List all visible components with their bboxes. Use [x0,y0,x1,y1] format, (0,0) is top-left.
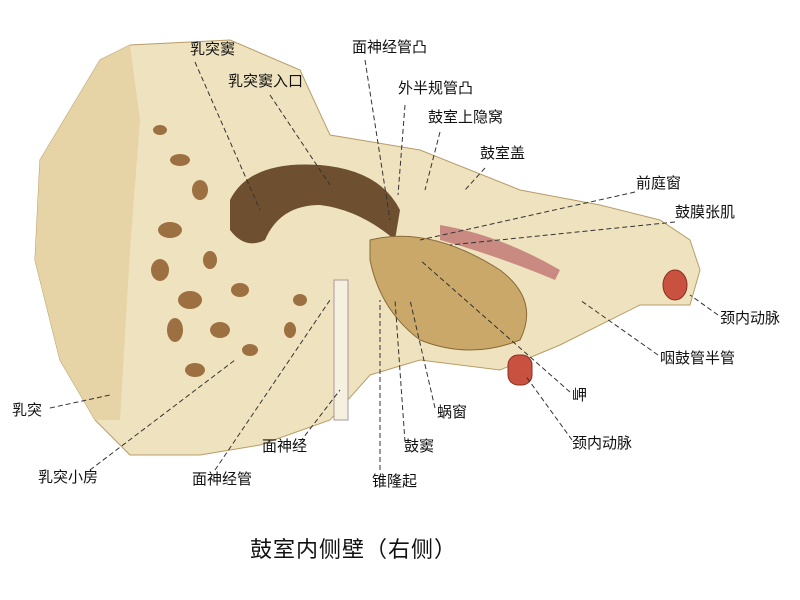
bone-cut-face-left [35,45,140,420]
label-facial-canal: 面神经管 [192,470,253,488]
label-promontory: 岬 [572,386,588,404]
label-round-window: 蜗窗 [437,403,468,421]
label-sinus-tympani: 鼓窦 [404,437,435,455]
label-semicanal: 咽鼓管半管 [660,349,736,367]
label-mastoid-cells: 乳突小房 [38,468,99,486]
mastoid-cells [151,125,307,377]
label-pyramidal-eminence: 锥隆起 [372,472,418,490]
label-facial-prominence: 面神经管凸 [352,38,428,56]
figure-title: 鼓室内侧壁（右侧） [250,538,458,563]
label-tensor-tympani: 鼓膜张肌 [675,203,736,221]
label-epitympanic-recess: 鼓室上隐窝 [428,108,504,126]
tensor-tympani-muscle [440,225,560,280]
leader-lines [49,59,719,471]
ica-right-opening [662,269,688,301]
facial-canal [333,279,349,421]
label-ica-right: 颈内动脉 [720,309,781,327]
label-lateral-canal-prominence: 外半规管凸 [398,79,474,97]
label-ica-bottom: 颈内动脉 [572,434,633,452]
label-mastoid-antrum: 乳突窦 [190,40,236,58]
label-tegmen: 鼓室盖 [480,144,526,162]
ica-bottom [507,354,533,386]
label-aditus: 乳突窦入口 [228,72,304,90]
label-oval-window: 前庭窗 [636,174,682,192]
label-mastoid: 乳突 [12,401,43,419]
antrum-cavity [230,164,400,244]
label-facial-nerve: 面神经 [262,437,308,455]
temporal-bone [34,39,701,456]
